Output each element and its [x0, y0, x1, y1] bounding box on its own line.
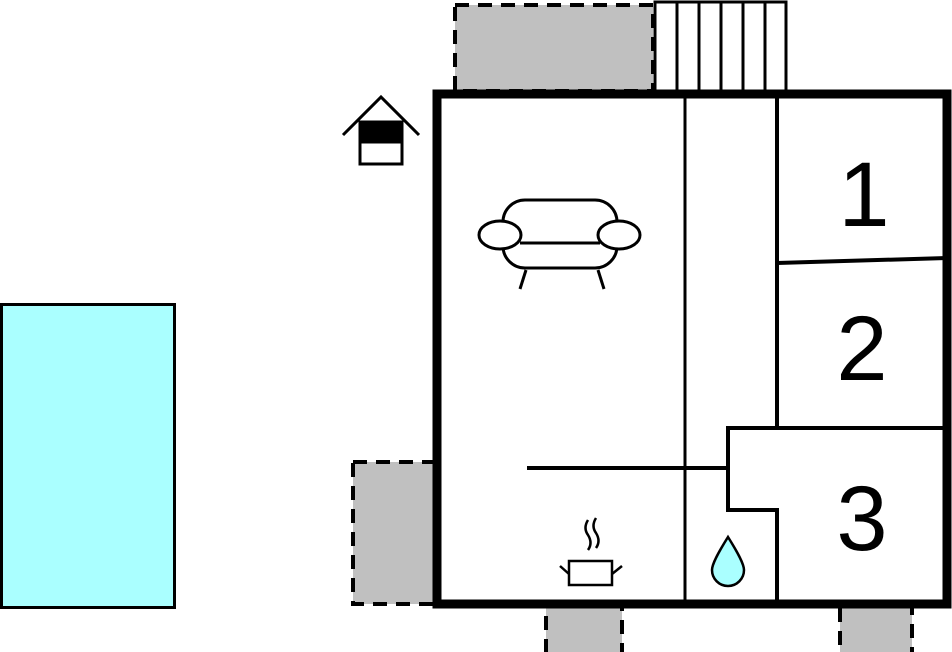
stairs-icon [653, 0, 788, 95]
sofa-icon [477, 198, 642, 290]
room-number-2: 2 [836, 298, 887, 400]
terrace-bottom-left [544, 602, 624, 652]
terrace-top [453, 3, 655, 93]
terrace-left [351, 460, 439, 606]
water-drop-icon [710, 534, 746, 588]
room-number-3: 3 [836, 468, 887, 570]
swimming-pool [0, 303, 176, 609]
interior-walls [527, 94, 948, 604]
cooking-pot-icon [559, 517, 623, 587]
terrace-bottom-right [838, 602, 914, 652]
room-number-1: 1 [838, 144, 889, 246]
outer-walls [432, 89, 952, 609]
house-entrance-icon [341, 94, 421, 166]
